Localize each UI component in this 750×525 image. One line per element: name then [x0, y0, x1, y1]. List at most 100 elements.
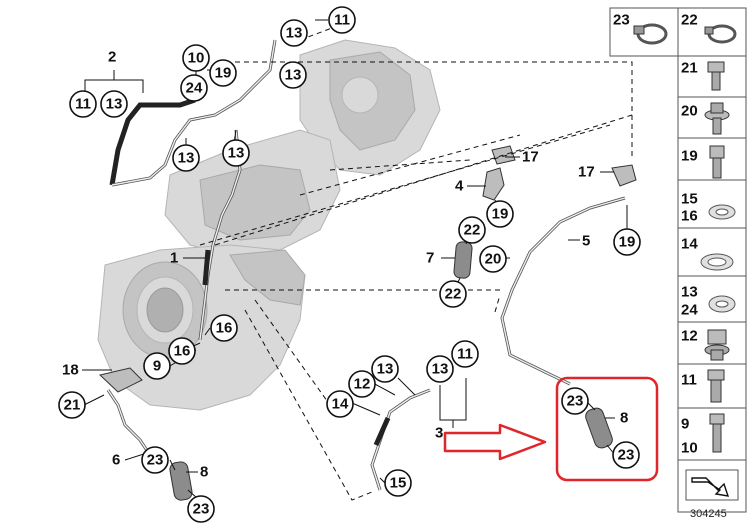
- svg-text:15: 15: [390, 475, 407, 492]
- svg-text:22: 22: [464, 222, 481, 239]
- label-18: 18: [62, 362, 79, 379]
- svg-text:23: 23: [567, 393, 584, 410]
- callout-13-a[interactable]: 13: [280, 19, 308, 47]
- callout-14[interactable]: 14: [326, 390, 354, 418]
- panel-num-13: 13: [681, 284, 698, 301]
- banjo-bolt-icon: [709, 413, 725, 453]
- callout-9[interactable]: 9: [143, 352, 171, 380]
- svg-text:20: 20: [485, 251, 502, 268]
- svg-text:14: 14: [332, 396, 349, 413]
- panel-num-9: 9: [681, 416, 689, 433]
- callout-12[interactable]: 12: [348, 370, 376, 398]
- turbocharger-assembly: [97, 39, 441, 411]
- svg-text:21: 21: [64, 397, 81, 414]
- part-4-bracket: [482, 167, 505, 201]
- callout-13-b[interactable]: 13: [279, 61, 307, 89]
- svg-text:23: 23: [618, 447, 635, 464]
- part-7-hose: [453, 241, 473, 279]
- label-7: 7: [426, 250, 434, 267]
- panel-num-19: 19: [681, 148, 698, 165]
- label-3: 3: [435, 425, 443, 442]
- seal-ring-icon: [708, 204, 736, 220]
- spring-clamp-icon: [704, 24, 737, 44]
- flange-17: [491, 145, 637, 187]
- callout-22-a[interactable]: 22: [458, 216, 486, 244]
- callout-10[interactable]: 10: [182, 44, 210, 72]
- svg-text:23: 23: [193, 501, 210, 518]
- svg-text:13: 13: [285, 67, 302, 84]
- svg-text:19: 19: [619, 234, 636, 251]
- label-17-b: 17: [578, 164, 595, 181]
- water-line-5: [500, 196, 626, 386]
- plug-fitting-icon: [704, 329, 730, 361]
- arrow-right-icon: [443, 423, 547, 461]
- callout-23-a[interactable]: 23: [141, 446, 169, 474]
- panel-num-10: 10: [681, 440, 698, 457]
- highlight-box: [555, 376, 659, 482]
- svg-text:12: 12: [354, 376, 371, 393]
- panel-num-15: 15: [681, 191, 698, 208]
- callout-22-b[interactable]: 22: [439, 280, 467, 308]
- callout-21[interactable]: 21: [58, 391, 86, 419]
- svg-text:22: 22: [445, 286, 462, 303]
- diagram-number: 304245: [690, 508, 727, 520]
- callout-16-b[interactable]: 16: [168, 337, 196, 365]
- panel-num-24: 24: [681, 302, 698, 319]
- callout-23-c[interactable]: 23: [561, 387, 589, 415]
- panel-num-20: 20: [681, 103, 698, 120]
- callout-13-left[interactable]: 13: [100, 90, 128, 118]
- svg-text:10: 10: [188, 50, 205, 67]
- panel-num-11: 11: [681, 372, 697, 389]
- hose-clamp-icon: [633, 23, 668, 45]
- svg-text:13: 13: [432, 361, 449, 378]
- label-4: 4: [455, 178, 464, 195]
- panel-num-16: 16: [681, 208, 698, 225]
- washer-icon: [708, 295, 736, 313]
- arrow-down-right-icon: [685, 469, 739, 501]
- panel-num-23: 23: [613, 12, 630, 29]
- svg-text:16: 16: [216, 320, 233, 337]
- svg-text:24: 24: [186, 80, 203, 97]
- callout-13-c[interactable]: 13: [172, 144, 200, 172]
- callout-11-e[interactable]: 11: [451, 340, 479, 368]
- svg-text:19: 19: [492, 206, 509, 223]
- callout-16-a[interactable]: 16: [210, 314, 238, 342]
- label-17-a: 17: [522, 149, 539, 166]
- callout-24[interactable]: 24: [180, 74, 208, 102]
- callout-19-right[interactable]: 19: [613, 228, 641, 256]
- svg-text:23: 23: [147, 452, 164, 469]
- callout-13-d[interactable]: 13: [222, 139, 250, 167]
- label-8-b: 8: [620, 410, 628, 427]
- panel-num-14: 14: [681, 236, 698, 253]
- svg-text:19: 19: [215, 65, 232, 82]
- callout-11-top[interactable]: 11: [328, 6, 356, 34]
- callout-13-e[interactable]: 13: [371, 355, 399, 383]
- label-6: 6: [112, 452, 120, 469]
- svg-text:16: 16: [174, 343, 191, 360]
- socket-screw-icon: [709, 145, 725, 179]
- label-1: 1: [170, 250, 178, 267]
- hollow-bolt-icon: [707, 369, 725, 403]
- line-6: [106, 389, 152, 456]
- svg-text:13: 13: [228, 145, 245, 162]
- water-line-3: [370, 388, 431, 491]
- part-8-hose-lower: [169, 461, 193, 501]
- callout-23-d[interactable]: 23: [612, 441, 640, 469]
- callout-15[interactable]: 15: [384, 469, 412, 497]
- svg-text:11: 11: [457, 346, 473, 363]
- flange-bolt-icon: [704, 102, 730, 135]
- callout-19-mid[interactable]: 19: [486, 200, 514, 228]
- svg-text:13: 13: [377, 361, 394, 378]
- panel-num-21: 21: [681, 60, 698, 77]
- svg-text:11: 11: [75, 96, 91, 113]
- callout-19-top[interactable]: 19: [209, 59, 237, 87]
- parts-panel: 23 22 21 20 19 15 16: [609, 7, 747, 513]
- flange-18: [98, 367, 143, 393]
- gasket-ring-icon: [700, 253, 734, 271]
- callout-13-f[interactable]: 13: [426, 355, 454, 383]
- callout-20[interactable]: 20: [479, 245, 507, 273]
- callout-11-left[interactable]: 11: [69, 90, 97, 118]
- callout-23-b[interactable]: 23: [187, 495, 215, 523]
- panel-num-12: 12: [681, 328, 698, 345]
